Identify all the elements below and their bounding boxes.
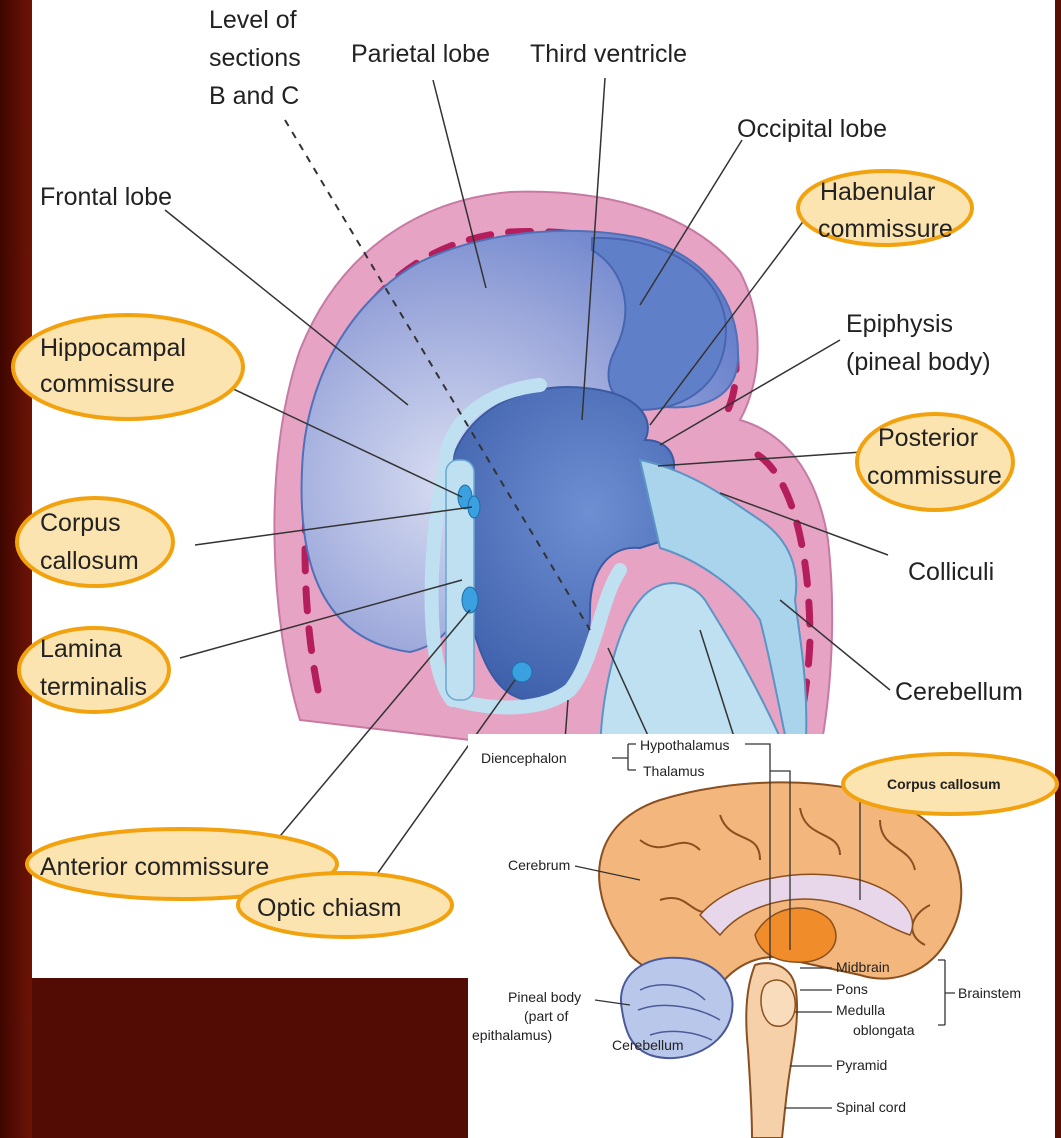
cerebrum-label: Cerebrum <box>508 857 570 873</box>
parietal-lobe-label: Parietal lobe <box>351 40 490 68</box>
habenular-label-line1: Habenular <box>820 178 935 206</box>
pineal-label-line3: epithalamus) <box>472 1027 552 1043</box>
third-ventricle-label: Third ventricle <box>530 40 687 68</box>
inset-cerebellum-label: Cerebellum <box>612 1037 684 1053</box>
corpus-label-line1: Corpus <box>40 509 121 537</box>
bottom-left-dark-panel <box>32 978 468 1138</box>
brainstem-label: Brainstem <box>958 985 1021 1001</box>
spinal-cord-label: Spinal cord <box>836 1099 906 1115</box>
level-label-line2: sections <box>209 44 301 72</box>
diencephalon-label: Diencephalon <box>481 750 567 766</box>
hippocampal-label-line1: Hippocampal <box>40 334 186 362</box>
cerebellum-label: Cerebellum <box>895 678 1023 706</box>
optic-chiasm-dot <box>512 662 532 682</box>
pineal-label-line2: (part of <box>524 1008 568 1024</box>
thalamus-label: Thalamus <box>643 763 704 779</box>
medulla-label-line2: oblongata <box>853 1022 915 1038</box>
occipital-lobe-label: Occipital lobe <box>737 115 887 143</box>
anterior-commissure-dot <box>462 587 478 613</box>
habenular-label-line2: commissure <box>818 215 953 243</box>
corpus-label-line2: callosum <box>40 547 139 575</box>
epiphysis-label-line1: Epiphysis <box>846 310 953 338</box>
inset-pons <box>761 980 795 1026</box>
level-label-line1: Level of <box>209 6 297 34</box>
embryonic-brain-section <box>274 120 832 760</box>
lamina-label-line1: Lamina <box>40 635 122 663</box>
pyramid-label: Pyramid <box>836 1057 887 1073</box>
frontal-lobe-label: Frontal lobe <box>40 183 172 211</box>
corpus-callosum-inset-label: Corpus callosum <box>887 776 1001 792</box>
posterior-label-line2: commissure <box>867 462 1002 490</box>
anterior-commissure-label: Anterior commissure <box>40 853 269 881</box>
optic-chiasm-label: Optic chiasm <box>257 894 401 922</box>
hippocampal-label-line2: commissure <box>40 370 175 398</box>
midbrain-label: Midbrain <box>836 959 890 975</box>
level-label-line3: B and C <box>209 82 299 110</box>
colliculi-label: Colliculi <box>908 558 994 586</box>
hypothalamus-label: Hypothalamus <box>640 737 730 753</box>
epiphysis-label-line2: (pineal body) <box>846 348 991 376</box>
medulla-label-line1: Medulla <box>836 1002 885 1018</box>
pons-label: Pons <box>836 981 868 997</box>
pineal-label-line1: Pineal body <box>508 989 581 1005</box>
hippocampal-highlight <box>13 315 243 419</box>
posterior-label-line1: Posterior <box>878 424 978 452</box>
lamina-label-line2: terminalis <box>40 673 147 701</box>
